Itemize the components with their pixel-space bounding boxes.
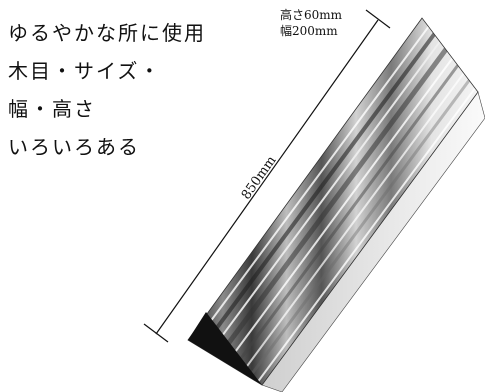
description-line-2: 木目・サイズ・ bbox=[8, 59, 162, 83]
description-line-3: 幅・高さ bbox=[8, 97, 96, 121]
height-spec: 高さ60mm bbox=[280, 8, 343, 22]
description-block: ゆるやかな所に使用 木目・サイズ・ 幅・高さ いろいろある bbox=[8, 14, 206, 166]
slope-board bbox=[187, 17, 485, 392]
width-spec: 幅200mm bbox=[280, 24, 338, 38]
end-face bbox=[188, 312, 262, 385]
length-dimension-line bbox=[143, 9, 391, 343]
description-line-4: いろいろある bbox=[8, 135, 140, 159]
dimension-spec: 高さ60mm 幅200mm bbox=[280, 7, 342, 39]
description-line-1: ゆるやかな所に使用 bbox=[8, 21, 206, 45]
length-label: 850mm bbox=[239, 153, 280, 202]
